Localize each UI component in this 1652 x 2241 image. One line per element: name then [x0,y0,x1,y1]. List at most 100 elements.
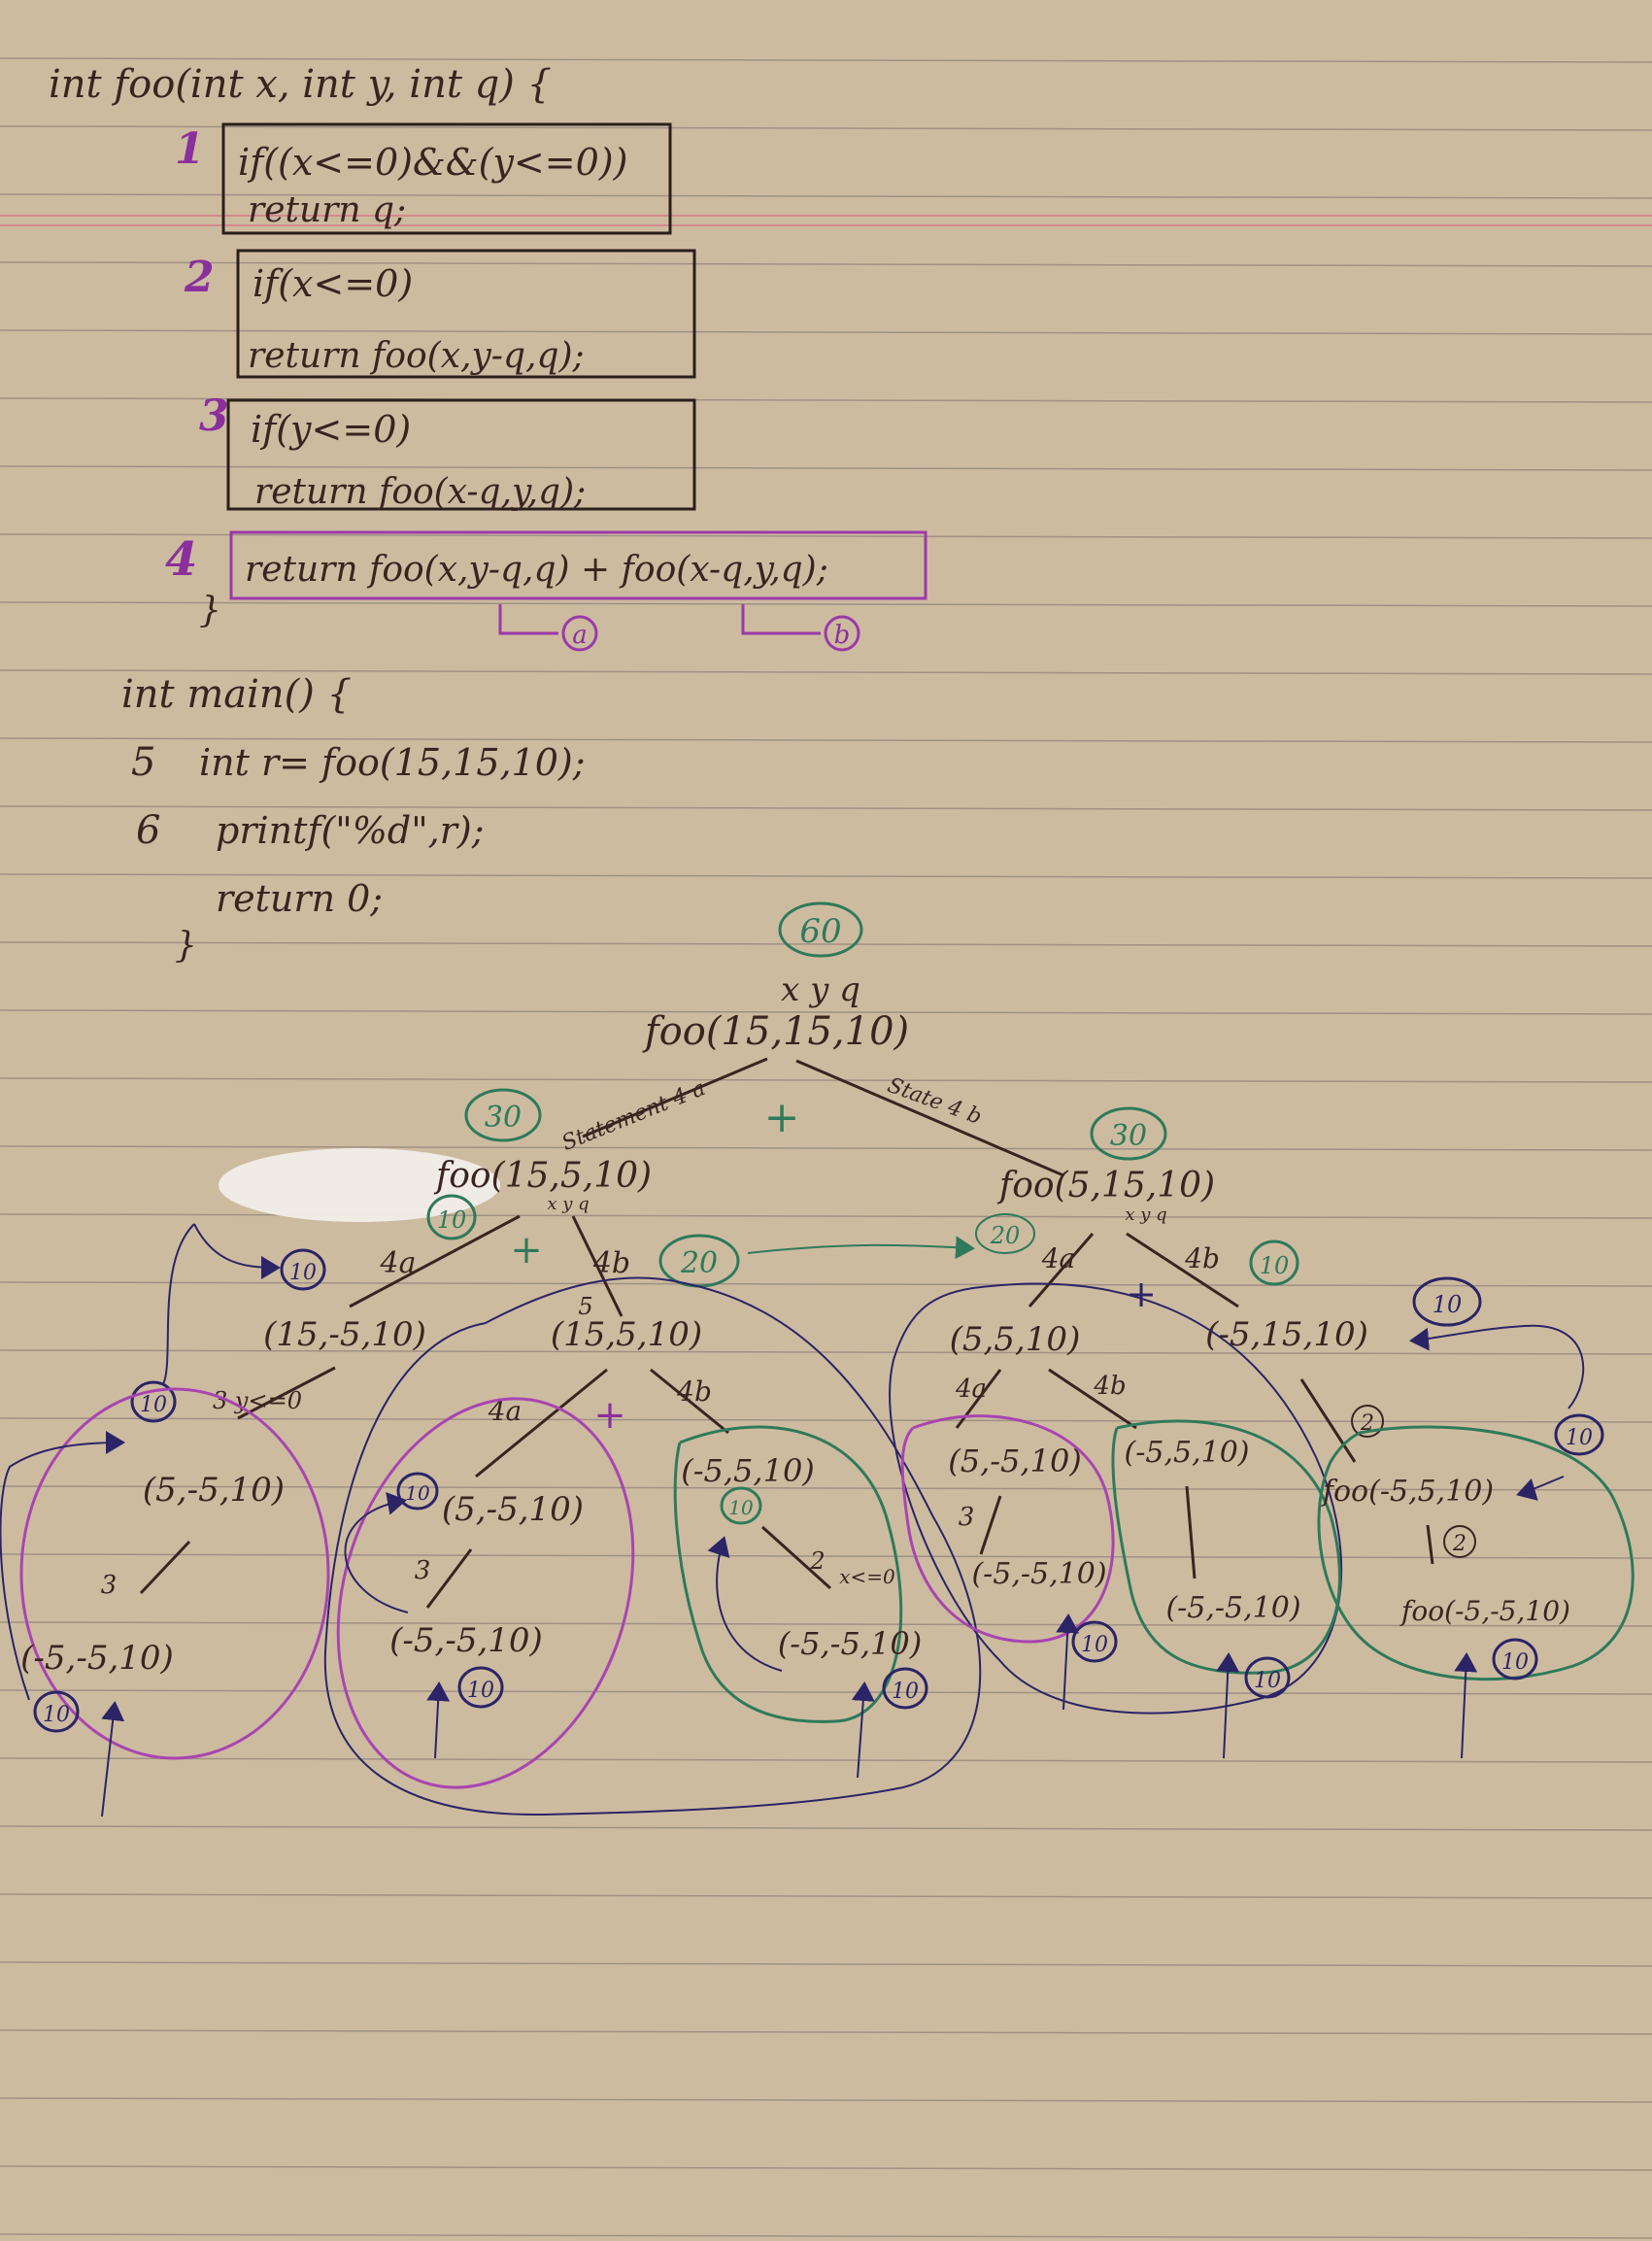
ll-leaf: (-5,-5,10) [20,1639,174,1678]
ll-return-arrow [193,1223,281,1279]
lra-leaf-val-circle [457,1666,504,1709]
edge-rr-leaf [1426,1524,1434,1565]
block-3-box [226,398,696,511]
lra-val-circle [396,1472,439,1511]
ruled-lines [0,57,1652,2239]
lrb-leaf-val-circle [882,1667,928,1710]
edge-rl [1028,1233,1095,1307]
ll-tag: 4a [380,1246,417,1280]
block-2-box [236,249,696,379]
rla-leaf: (-5,-5,10) [971,1557,1106,1591]
line-6-number: 6 [136,808,160,853]
ruled-line [0,57,1652,63]
function-close: } [199,591,221,630]
ll-leaf-val-circle [33,1690,80,1733]
ruled-line [0,1349,1652,1355]
lra-val: 10 [405,1481,430,1505]
edge-lrb-leaf [760,1525,832,1590]
block-4-box [229,530,927,600]
rr-circle [1317,1425,1635,1681]
rla-leaf-val: 10 [1081,1633,1108,1657]
edge-root-left [582,1057,768,1138]
block-4-number: 4 [165,532,197,587]
rl-node: (5,5,10) [950,1320,1081,1359]
ruled-line [0,1689,1652,1695]
rr-arrow-val: 10 [1433,1291,1463,1318]
rla-leaf-val-circle [1071,1620,1118,1663]
rl-tag: 4a [1041,1242,1076,1274]
left-param-header: x y q [547,1194,589,1214]
lrb-leaf-arrow [851,1681,875,1779]
ll-loop-arrow [0,1431,125,1701]
rr-child: foo(-5,5,10) [1321,1475,1494,1509]
code-section: int foo(int x, int y, int q) { 1 if((x<=… [49,62,927,966]
ruled-line [0,737,1652,743]
block-1-condition: if((x<=0)&&(y<=0)) [238,141,627,184]
lrb-tag: 4b [676,1375,712,1408]
root-call: foo(15,15,10) [642,1009,909,1054]
block-1-box [221,122,672,235]
rr-child-arrow [1516,1476,1565,1501]
ruled-line [0,2233,1652,2239]
ll-leaf-val: 10 [43,1703,70,1727]
rr-val-circle [1249,1239,1299,1286]
lr-tag: 4b [592,1246,630,1280]
edge-rla [955,1369,1002,1429]
rr-leaf: foo(-5,-5,10) [1399,1595,1570,1627]
rlb-tag: 4b [1093,1372,1126,1401]
ruled-line [0,2097,1652,2103]
block-1-return: return q; [248,190,406,230]
ruled-line [0,941,1652,947]
ruled-line [0,125,1652,131]
ruled-line [0,1077,1652,1083]
branch-a-arrow [498,604,558,635]
root-result-circle [778,901,863,958]
rla-circle [900,1414,1115,1644]
branch-b-arrow [741,604,821,635]
block-1-number: 1 [175,124,205,174]
ruled-line [0,533,1652,539]
ruled-line [0,1485,1652,1491]
rr-tag: 4b [1184,1242,1220,1274]
ll-circle [19,1387,330,1760]
ruled-line [0,1417,1652,1423]
lr-outer-circle [323,1276,982,1817]
rlb-leaf-arrow [1216,1652,1240,1759]
block-2-condition: if(x<=0) [253,262,413,305]
rla-leaf-arrow [1056,1613,1080,1711]
block-4-return: return foo(x,y-q,q) + foo(x-q,y,q); [245,550,828,590]
lrb-cond: x<=0 [839,1565,895,1588]
rr-child-val-circle [1554,1413,1604,1456]
ruled-line [0,2029,1652,2035]
main-return: return 0; [216,877,383,920]
ruled-line [0,1621,1652,1627]
rlb-leaf: (-5,-5,10) [1165,1591,1300,1625]
rr-node: (-5,15,10) [1205,1315,1368,1354]
rr-leaf-val-circle [1492,1638,1538,1681]
ruled-line [0,1961,1652,1967]
edge-rla-leaf [979,1495,1002,1555]
ruled-line [0,1281,1652,1287]
edge-rlb-leaf [1185,1485,1197,1579]
edge-lr [571,1215,624,1317]
lrb-leaf: (-5,-5,10) [778,1625,922,1662]
ll-leaf-arrow [101,1701,125,1817]
left-result-circle [464,1088,542,1142]
ruled-line [0,669,1652,675]
rr-leaf-arrow [1454,1652,1478,1759]
lra-leaf: (-5,-5,10) [389,1621,543,1660]
lrb-val: 10 [728,1496,754,1519]
ruled-line [0,1553,1652,1559]
ruled-line [0,1825,1652,1831]
ll-arrow-val-circle [280,1248,326,1291]
ruled-line [0,805,1652,811]
ll-val: 10 [437,1206,467,1234]
branch-b-circle [824,615,860,652]
function-signature: int foo(int x, int y, int q) { [49,62,552,107]
line-5-text: int r= foo(15,15,10); [199,741,586,784]
whiteout-blob [219,1148,500,1222]
lra-leaf-val: 10 [467,1679,494,1703]
ruled-line [0,601,1652,607]
transfer-arrow [747,1236,975,1260]
